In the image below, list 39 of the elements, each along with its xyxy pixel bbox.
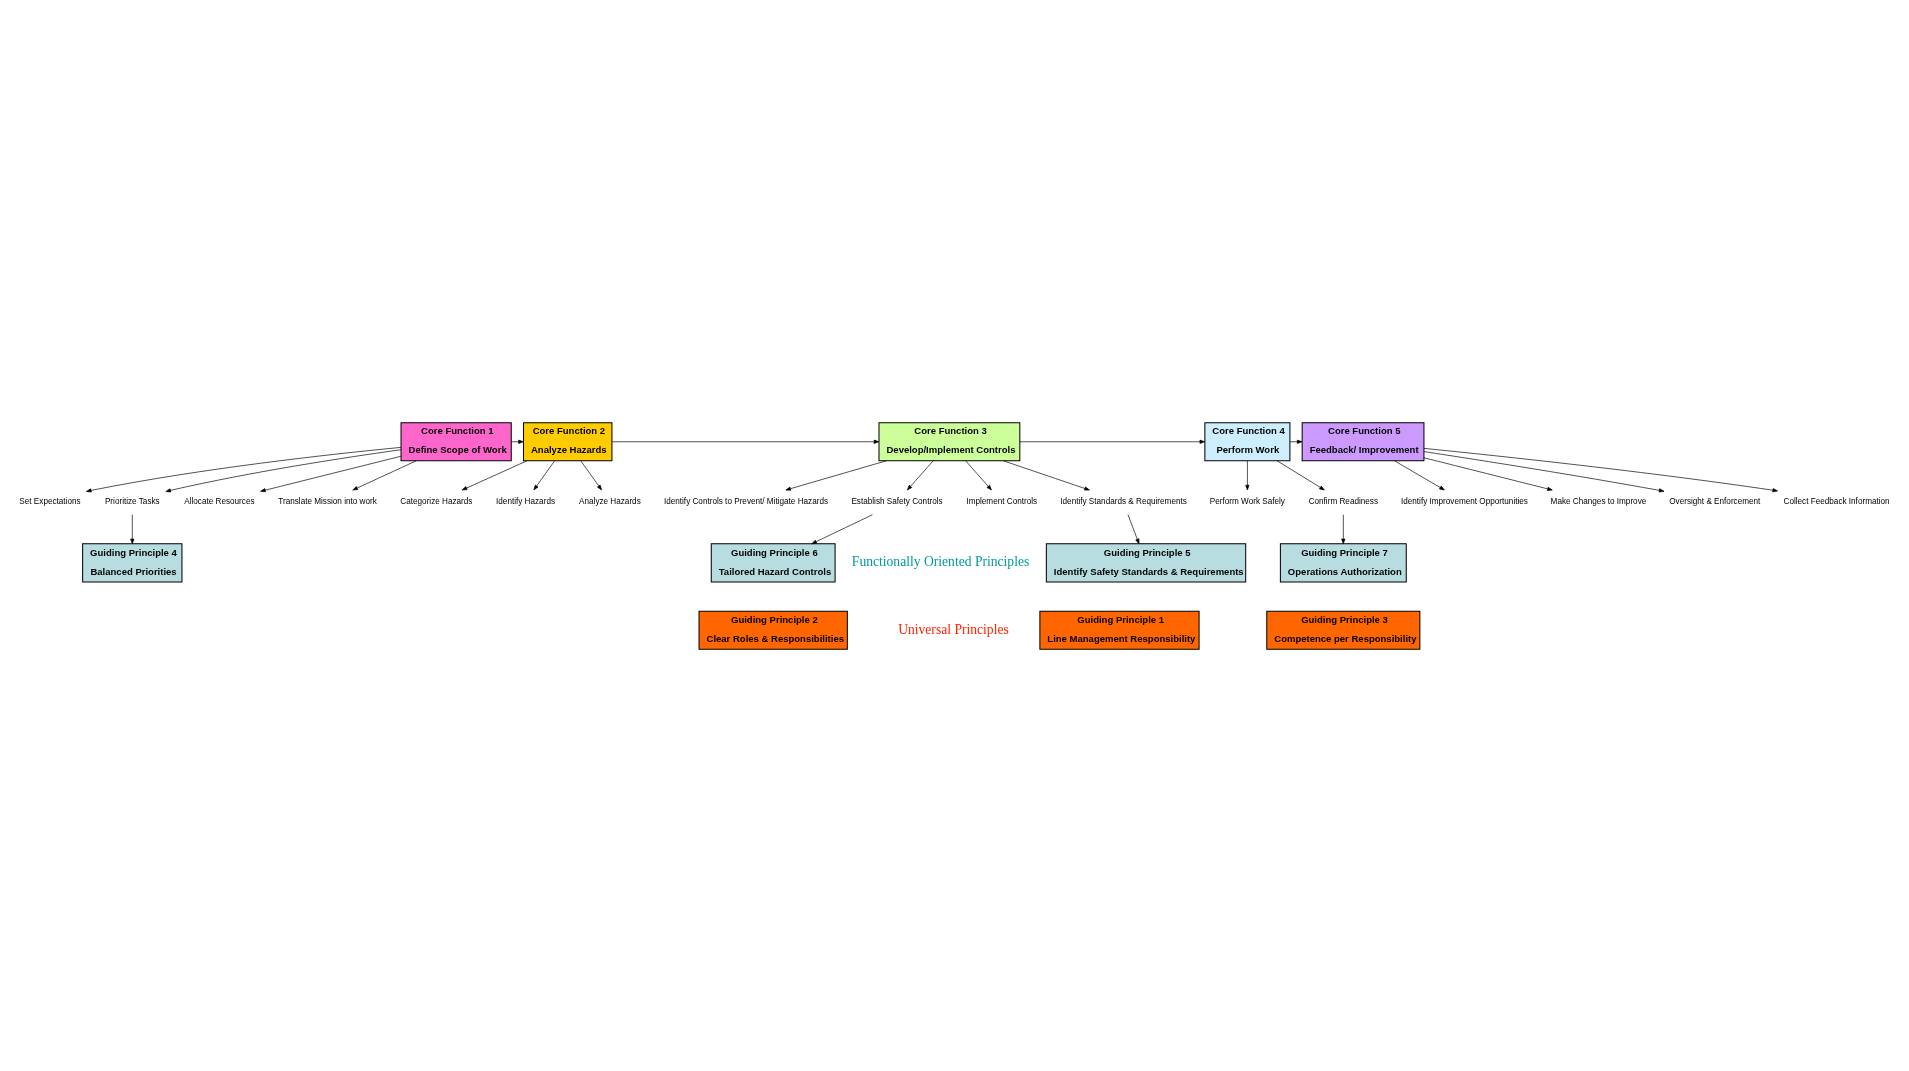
arrow [580, 460, 602, 490]
arrow [611, 439, 880, 444]
arrow [965, 460, 992, 490]
arrow [785, 460, 887, 491]
node-box: Guiding Principle 5 Identify Safety Standards & Requirements [1045, 542, 1247, 582]
arrow [1276, 460, 1325, 490]
arrow [461, 460, 528, 490]
arrow [907, 460, 934, 490]
node-box: Core Function 5 Feedback/ Improvement [1301, 421, 1425, 461]
node-box: Core Function 4 Perform Work [1204, 421, 1291, 461]
arrow [86, 446, 402, 492]
node-box: Guiding Principle 3 Competence per Responsibility [1266, 610, 1421, 650]
node-box: Guiding Principle 2 Clear Roles & Responsibilities [698, 610, 848, 650]
arrow [1289, 439, 1303, 444]
arrow [1127, 513, 1140, 544]
node-box: Guiding Principle 1 Line Management Responsibility [1039, 610, 1200, 650]
arrow [165, 448, 402, 492]
node-box: Guiding Principle 4 Balanced Priorities [82, 542, 183, 582]
arrow [1423, 450, 1665, 492]
label: Functionally Oriented Principles [851, 553, 1030, 569]
arrow [1245, 460, 1250, 490]
node-box: Core Function 3 Develop/Implement Controls [878, 421, 1021, 461]
label: Universal Principles [898, 621, 1009, 637]
arrow [1003, 460, 1090, 490]
node-box: Guiding Principle 7 Operations Authorization [1279, 542, 1407, 582]
node-box: Core Function 2 Analyze Hazards [523, 421, 613, 461]
node-box: Core Function 1 Define Scope of Work [400, 421, 512, 461]
arrow [811, 513, 873, 544]
arrow [260, 455, 402, 492]
arrow [1423, 447, 1778, 492]
arrow [533, 460, 555, 490]
arrow [1019, 439, 1206, 444]
arrow [352, 460, 417, 490]
arrow [1394, 460, 1445, 490]
arrow [1423, 456, 1553, 491]
node-box: Guiding Principle 6 Tailored Hazard Controls [710, 542, 836, 582]
arrow [130, 513, 135, 544]
arrow [510, 439, 524, 444]
arrow [1341, 513, 1346, 544]
